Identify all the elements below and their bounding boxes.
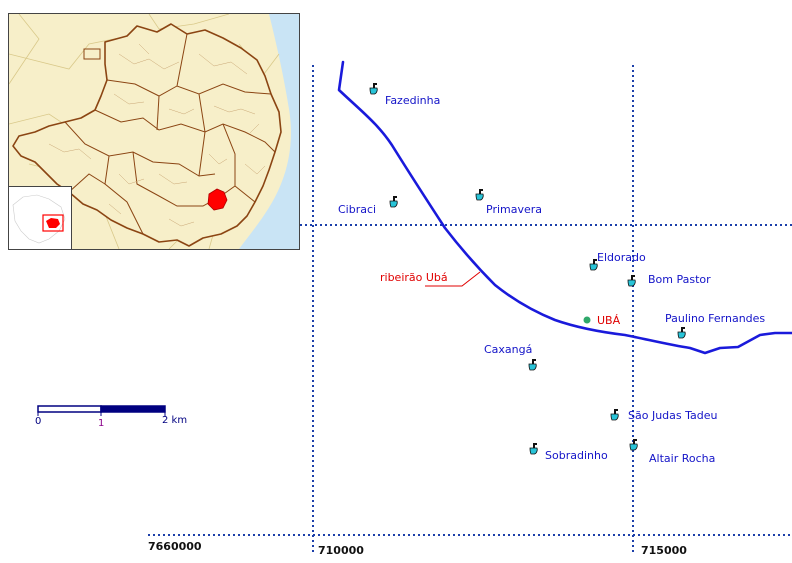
scale-bar-segment-1	[37, 405, 102, 413]
inset-locator-map	[8, 13, 300, 250]
inset-country-map	[9, 186, 72, 249]
city-point	[583, 316, 591, 324]
river-line	[337, 60, 792, 355]
inset-sea	[239, 14, 299, 249]
water-station-icon	[389, 196, 398, 208]
place-label-fazedinha: Fazedinha	[385, 94, 441, 107]
scale-bar-segment-2	[100, 405, 166, 413]
scale-label-0: 0	[35, 416, 42, 427]
grid-label-x-710000: 710000	[318, 544, 364, 557]
place-label-cibraci: Cibraci	[338, 203, 377, 216]
grid-label-x-715000: 715000	[641, 544, 687, 557]
river-leader-line	[425, 271, 481, 287]
place-label-primavera: Primavera	[486, 203, 543, 216]
water-station-icon	[610, 409, 619, 421]
water-station-icon	[589, 259, 598, 271]
place-label-eldorado: Eldorado	[597, 251, 646, 264]
water-station-icon	[677, 327, 686, 339]
place-label-altair-rocha: Altair Rocha	[649, 452, 716, 465]
place-label-bom-pastor: Bom Pastor	[648, 273, 711, 286]
grid-label-y-7660000: 7660000	[148, 540, 202, 553]
inset-country-frame	[42, 214, 64, 232]
water-station-icon	[629, 439, 638, 451]
water-station-icon	[529, 443, 538, 455]
water-station-icon	[528, 359, 537, 371]
place-label-sao-judas-tadeu: São Judas Tadeu	[628, 409, 718, 422]
water-station-icon	[475, 189, 484, 201]
water-station-icon	[627, 275, 636, 287]
inset-country-svg	[12, 194, 66, 244]
scale-label-2km: 2 km	[162, 415, 188, 426]
place-label-paulino-fernandes: Paulino Fernandes	[665, 312, 766, 325]
water-station-icon	[369, 83, 378, 95]
inset-small-square	[83, 48, 101, 60]
city-label: UBÁ	[597, 314, 621, 327]
place-label-sobradinho: Sobradinho	[545, 449, 608, 462]
inset-state-map	[9, 14, 299, 249]
inset-country-state	[46, 218, 60, 228]
place-label-caxanga: Caxangá	[484, 343, 533, 356]
river-label: ribeirão Ubá	[380, 271, 448, 284]
scale-label-1: 1	[98, 418, 105, 429]
inset-highlight-region	[207, 188, 228, 211]
